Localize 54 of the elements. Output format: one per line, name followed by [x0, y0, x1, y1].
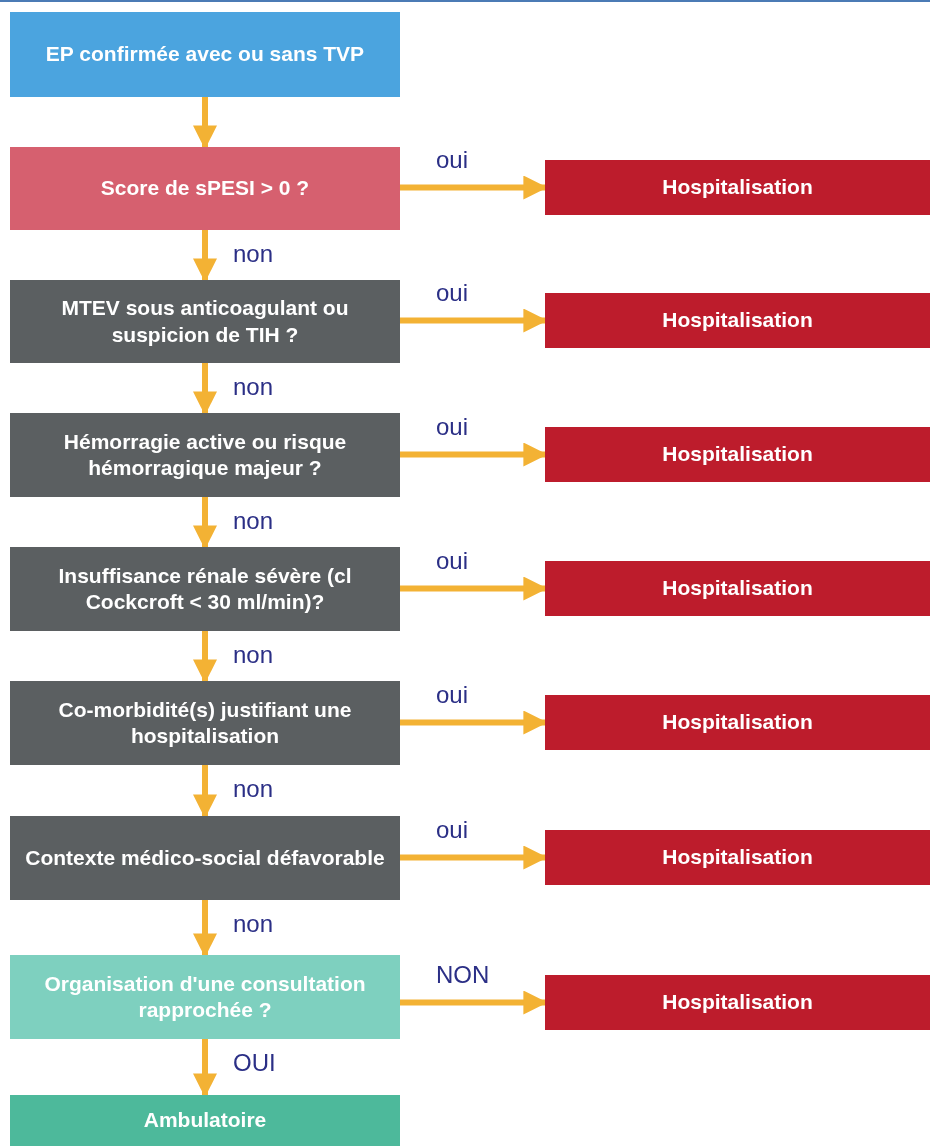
outcome-box — [545, 695, 930, 750]
end-box — [10, 1095, 400, 1146]
node-text: Ambulatoire — [143, 1107, 267, 1134]
node-text: Hospitalisation — [662, 709, 813, 736]
edge-label: oui — [436, 817, 469, 842]
edge-label: non — [233, 375, 274, 399]
edge-label: oui — [436, 280, 469, 305]
decision-box — [10, 147, 400, 230]
outcome-box — [545, 427, 930, 482]
edge-label: non — [233, 509, 274, 533]
decision-box — [10, 547, 400, 631]
node-text: Score de sPESI > 0 ? — [100, 175, 310, 202]
arrow — [193, 230, 217, 283]
node-text: Contexte médico-social défavorable — [25, 844, 385, 871]
edge-label: oui — [436, 682, 469, 707]
node-text: Hospitalisation — [662, 307, 813, 334]
arrow — [193, 765, 217, 819]
arrow — [193, 497, 217, 550]
node-text: EP confirmée avec ou sans TVP — [45, 41, 365, 68]
start-box — [10, 12, 400, 97]
edge-label: non — [233, 643, 274, 667]
edge-label: NON — [436, 962, 490, 987]
edge-label: oui — [436, 414, 469, 439]
arrow — [193, 631, 217, 684]
node-text: Hémorragie active ou risque hémorragique majeur ? — [62, 428, 348, 481]
edge-label: non — [233, 912, 274, 936]
node-text: Hospitalisation — [662, 844, 813, 871]
node-text: Insuffisance rénale sévère (cl Cockcroft < 30 ml/min)? — [57, 562, 353, 615]
edge-label: non — [233, 242, 274, 266]
node-text: Organisation d'une consultation rapprochée ? — [43, 970, 367, 1023]
edge-label: oui — [436, 147, 469, 172]
decision-box — [10, 413, 400, 497]
outcome-box — [545, 975, 930, 1030]
decision-box — [10, 816, 400, 900]
edge-label: oui — [436, 548, 469, 573]
edge-label: OUI — [233, 1051, 276, 1075]
node-text: Co-morbidité(s) justifiant une hospitalisation — [57, 696, 353, 749]
node-text: Hospitalisation — [662, 174, 813, 201]
node-text: Hospitalisation — [662, 989, 813, 1016]
node-text: Hospitalisation — [662, 575, 813, 602]
decision-box — [10, 955, 400, 1039]
node-text: Hospitalisation — [662, 441, 813, 468]
arrow — [193, 363, 217, 416]
decision-box — [10, 681, 400, 765]
outcome-box — [545, 293, 930, 348]
decision-box — [10, 280, 400, 363]
outcome-box — [545, 561, 930, 616]
arrow — [193, 1039, 217, 1098]
outcome-box — [545, 160, 930, 215]
outcome-box — [545, 830, 930, 885]
node-text: MTEV sous anticoagulant ou suspicion de TIH ? — [60, 295, 350, 348]
arrow — [193, 900, 217, 958]
edge-label: non — [233, 777, 274, 801]
arrow — [193, 97, 217, 150]
